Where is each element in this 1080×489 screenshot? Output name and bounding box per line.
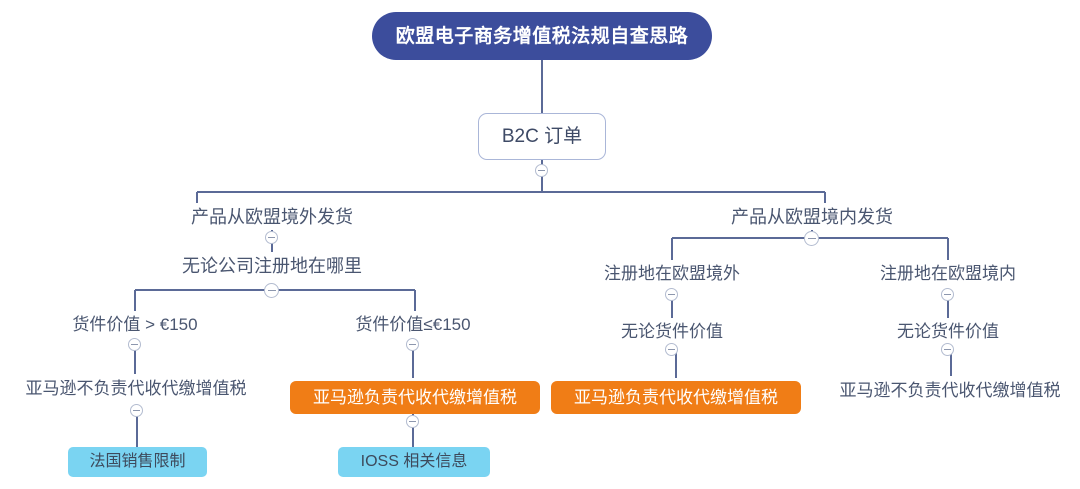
node-registered-outside-eu-label: 注册地在欧盟境外 (604, 264, 740, 283)
node-ioss-info-label: IOSS 相关信息 (360, 453, 468, 470)
root-title-label: 欧盟电子商务增值税法规自查思路 (395, 25, 689, 47)
minus-circle-icon-any-value-2[interactable] (941, 343, 954, 356)
node-registered-inside-eu[interactable]: 注册地在欧盟境内 (853, 260, 1043, 287)
minus-circle-icon-b2c[interactable] (535, 164, 548, 177)
node-ship-from-inside-eu[interactable]: 产品从欧盟境内发货 (697, 203, 927, 230)
node-value-below-150-label: 货件价值≤€150 (355, 314, 471, 334)
minus-circle-icon-amazon-collect-1[interactable] (406, 415, 419, 428)
node-ship-from-inside-eu-label: 产品从欧盟境内发货 (731, 206, 893, 227)
minus-circle-icon-ship-inside[interactable] (804, 231, 819, 246)
node-amazon-not-collect-vat-1-label: 亚马逊不负责代收代缴增值税 (25, 378, 247, 398)
node-value-above-150[interactable]: 货件价值 > €150 (35, 311, 235, 337)
node-any-registration-place[interactable]: 无论公司注册地在哪里 (157, 252, 387, 279)
node-ship-from-outside-eu[interactable]: 产品从欧盟境外发货 (157, 203, 387, 230)
node-amazon-not-collect-vat-2[interactable]: 亚马逊不负责代收代缴增值税 (820, 376, 1080, 404)
minus-circle-icon-value-below-150[interactable] (406, 338, 419, 351)
node-france-sales-restriction-label: 法国销售限制 (89, 453, 186, 470)
minus-circle-icon-registered-outside[interactable] (665, 288, 678, 301)
node-any-value-1[interactable]: 无论货件价值 (596, 318, 748, 344)
node-registered-outside-eu[interactable]: 注册地在欧盟境外 (577, 260, 767, 287)
minus-circle-icon-any-registration[interactable] (264, 283, 279, 298)
node-ship-from-outside-eu-label: 产品从欧盟境外发货 (191, 206, 353, 227)
node-value-above-150-label: 货件价值 > €150 (72, 314, 198, 334)
node-amazon-collect-vat-2[interactable]: 亚马逊负责代收代缴增值税 (551, 381, 801, 414)
minus-circle-icon-ship-outside[interactable] (265, 231, 278, 244)
node-france-sales-restriction[interactable]: 法国销售限制 (68, 447, 207, 477)
node-amazon-not-collect-vat-1[interactable]: 亚马逊不负责代收代缴增值税 (3, 374, 269, 402)
node-any-value-2[interactable]: 无论货件价值 (872, 318, 1024, 344)
node-amazon-not-collect-vat-2-label: 亚马逊不负责代收代缴增值税 (839, 380, 1061, 400)
root-title-node[interactable]: 欧盟电子商务增值税法规自查思路 (372, 12, 712, 60)
minus-circle-icon-amazon-not-collect-1[interactable] (130, 404, 143, 417)
node-amazon-collect-vat-1[interactable]: 亚马逊负责代收代缴增值税 (290, 381, 540, 414)
node-amazon-collect-vat-1-label: 亚马逊负责代收代缴增值税 (313, 388, 517, 407)
node-ioss-info[interactable]: IOSS 相关信息 (338, 447, 490, 477)
node-value-below-150[interactable]: 货件价值≤€150 (318, 311, 508, 337)
node-any-value-1-label: 无论货件价值 (621, 321, 723, 341)
b2c-order-node[interactable]: B2C 订单 (478, 113, 606, 160)
minus-circle-icon-registered-inside[interactable] (941, 288, 954, 301)
minus-circle-icon-value-above-150[interactable] (128, 338, 141, 351)
b2c-order-label: B2C 订单 (501, 126, 583, 147)
minus-circle-icon-any-value-1[interactable] (665, 343, 678, 356)
node-registered-inside-eu-label: 注册地在欧盟境内 (880, 264, 1016, 283)
node-amazon-collect-vat-2-label: 亚马逊负责代收代缴增值税 (574, 388, 778, 407)
node-any-value-2-label: 无论货件价值 (897, 321, 999, 341)
node-any-registration-place-label: 无论公司注册地在哪里 (182, 255, 362, 276)
